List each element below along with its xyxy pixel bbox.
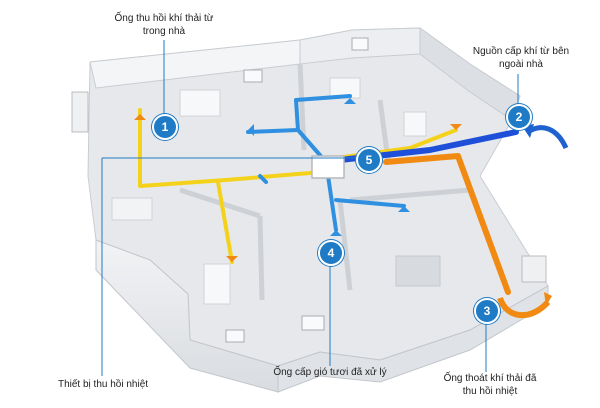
partition xyxy=(257,215,265,301)
label-line: ngoài nhà xyxy=(499,59,543,70)
outdoor-air-arrow-icon xyxy=(526,125,569,150)
label-line: Ống cấp gió tươi đã xử lý xyxy=(273,367,387,378)
badge-5: 5 xyxy=(356,147,382,173)
supply-duct xyxy=(258,174,268,184)
supply-arrow-icon xyxy=(248,124,254,136)
house-illustration xyxy=(71,27,549,393)
badge-3: 3 xyxy=(474,298,500,324)
exhaust-outlet-duct xyxy=(383,153,511,295)
label-exhaust-collection: Ống thu hồi khí thải từ trong nhà xyxy=(104,12,224,38)
supply-duct xyxy=(246,94,352,134)
furniture xyxy=(395,255,441,287)
window xyxy=(301,315,325,331)
label-line: Ống thu hồi khí thải từ xyxy=(114,13,214,24)
furniture xyxy=(179,89,221,117)
radiator xyxy=(521,255,547,283)
label-exhaust-outlet: Ống thoát khí thải đã thu hồi nhiệt xyxy=(430,372,550,398)
furniture xyxy=(403,111,427,137)
furniture xyxy=(111,197,153,221)
supply-arrow-icon xyxy=(330,230,342,236)
label-fresh-air-supply: Ống cấp gió tươi đã xử lý xyxy=(262,366,398,379)
heat-recovery-unit xyxy=(311,155,345,179)
badge-4: 4 xyxy=(318,240,344,266)
exhaust-duct xyxy=(216,180,234,264)
label-line: trong nhà xyxy=(142,26,186,37)
exhaust-arrow-icon xyxy=(226,256,238,262)
exhaust-out-arrow-icon xyxy=(497,296,551,319)
supply-arrow-icon xyxy=(398,206,410,212)
partition xyxy=(349,187,471,203)
badge-1: 1 xyxy=(152,114,178,140)
label-heat-recovery-unit: Thiết bị thu hồi nhiệt xyxy=(44,378,162,391)
arrow-head-icon xyxy=(544,292,552,306)
label-line: thu hồi nhiệt xyxy=(462,386,518,397)
label-line: Thiết bị thu hồi nhiệt xyxy=(57,379,149,390)
window xyxy=(225,329,245,343)
supply-arrow-icon xyxy=(344,98,356,104)
window xyxy=(351,37,369,51)
label-line: Ống thoát khí thải đã xyxy=(443,373,537,384)
label-line: Nguồn cấp khí từ bên xyxy=(472,46,570,57)
duct-network xyxy=(138,94,519,295)
radiator xyxy=(71,91,89,133)
leader-lines xyxy=(101,40,519,376)
badge-2: 2 xyxy=(506,104,532,130)
exhaust-duct xyxy=(138,108,324,188)
airflow-arrows xyxy=(134,98,569,319)
partition xyxy=(337,199,353,291)
supply-duct xyxy=(334,198,406,208)
exhaust-arrow-icon xyxy=(134,114,146,120)
furniture xyxy=(203,263,231,305)
window xyxy=(243,69,263,83)
exhaust-arrow-icon xyxy=(450,124,462,130)
label-outdoor-supply: Nguồn cấp khí từ bên ngoài nhà xyxy=(456,45,586,71)
